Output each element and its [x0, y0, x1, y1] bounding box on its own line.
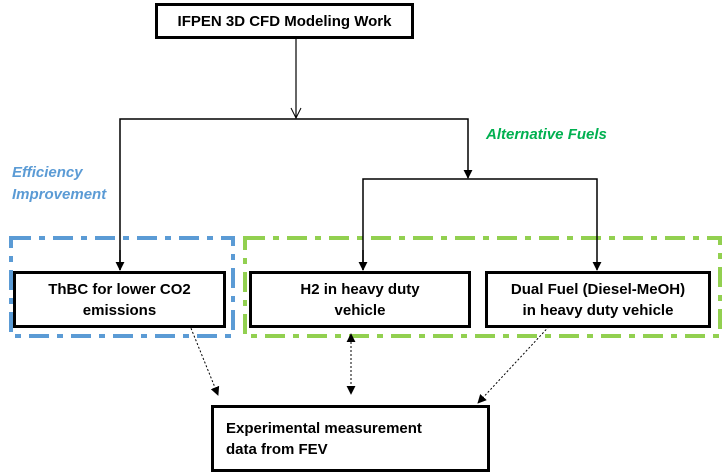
- alternative-fuels-label-text: Alternative Fuels: [486, 126, 607, 143]
- alternative-fuels-label: Alternative Fuels: [486, 124, 607, 146]
- node-h2-line2: vehicle: [334, 301, 386, 319]
- connector-branch-alt: [362, 178, 602, 271]
- connector-branch-main: [119, 118, 473, 270]
- node-h2-heavy-duty: H2 in heavy duty vehicle: [249, 271, 471, 328]
- efficiency-label-line2: Improvement: [12, 186, 107, 203]
- node-dual-line1: Dual Fuel (Diesel-MeOH): [510, 280, 686, 298]
- efficiency-label-line1: Efficiency: [12, 164, 83, 181]
- node-experimental-fev: Experimental measurement data from FEV: [211, 405, 490, 472]
- node-dual-fuel: Dual Fuel (Diesel-MeOH) in heavy duty ve…: [485, 271, 711, 328]
- node-exp-line1: Experimental measurement: [226, 419, 422, 437]
- node-h2-line1: H2 in heavy duty: [300, 280, 420, 298]
- node-thbc-line1: ThBC for lower CO2: [48, 280, 191, 298]
- node-thbc-line2: emissions: [82, 301, 157, 319]
- node-thbc: ThBC for lower CO2 emissions: [13, 271, 226, 328]
- efficiency-improvement-label: Efficiency Improvement: [12, 162, 106, 206]
- node-dual-line2: in heavy duty vehicle: [522, 301, 674, 319]
- efficiency-group-frame: [9, 236, 235, 338]
- node-3d-cfd-modeling: IFPEN 3D CFD Modeling Work: [155, 3, 414, 39]
- node-3d-cfd-modeling-label: IFPEN 3D CFD Modeling Work: [177, 12, 392, 30]
- node-exp-line2: data from FEV: [226, 440, 328, 458]
